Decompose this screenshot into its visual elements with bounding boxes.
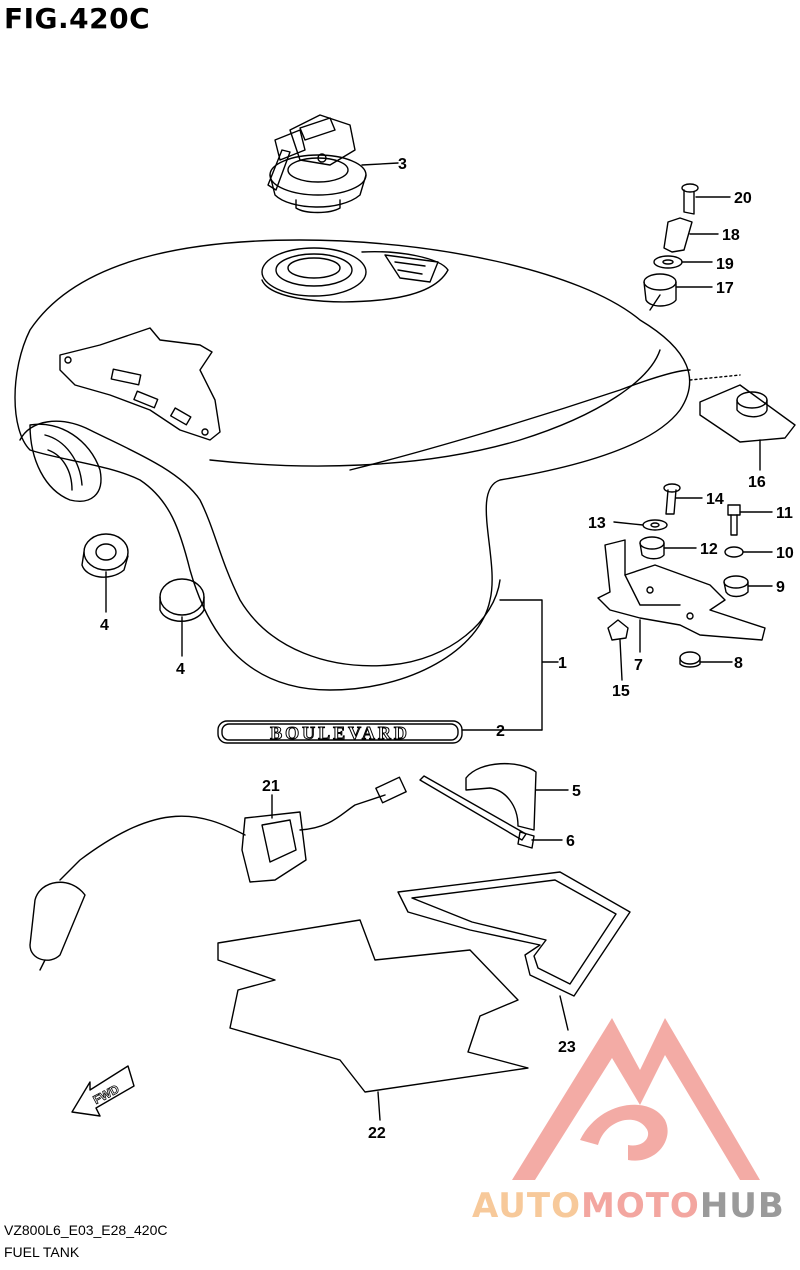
nut-part-8 <box>679 651 701 668</box>
bolt-part-20 <box>681 183 699 215</box>
callout-7: 7 <box>634 657 643 674</box>
bracket-part-7 <box>597 539 766 641</box>
washer-part-13 <box>642 519 668 531</box>
callout-4b: 4 <box>176 661 185 678</box>
seal-part-22 <box>217 919 529 1093</box>
fwd-label: FWD <box>91 1082 122 1107</box>
band-part-6 <box>419 775 535 849</box>
diagram-code: VZ800L6_E03_E28_420C <box>4 1222 168 1238</box>
cushion-part-17 <box>643 273 677 307</box>
watermark-auto: AUTO <box>472 1186 581 1226</box>
fuel-gauge-part-21 <box>29 776 407 971</box>
emblem-text: BOULEVARD <box>270 723 410 743</box>
fuel-tank-part <box>14 239 741 691</box>
bolt-part-11 <box>727 504 741 536</box>
callout-21: 21 <box>262 778 280 795</box>
callout-numbers: 1 2 3 4 4 5 6 7 8 9 10 11 12 13 14 15 16… <box>100 156 794 1142</box>
callout-11: 11 <box>776 505 793 522</box>
callout-22: 22 <box>368 1125 386 1142</box>
nut-part-15 <box>607 619 629 641</box>
fuel-cap-part <box>267 114 367 214</box>
callout-13: 13 <box>588 515 606 532</box>
cushion-part-12 <box>639 536 665 560</box>
callout-20: 20 <box>734 190 752 207</box>
emblem-part-2 <box>217 720 463 744</box>
watermark-hub: HUB <box>699 1186 785 1226</box>
bracket-part-16 <box>699 384 796 443</box>
callout-19: 19 <box>716 256 734 273</box>
callout-9: 9 <box>776 579 785 596</box>
callout-17: 17 <box>716 280 734 297</box>
callout-15: 15 <box>612 683 630 700</box>
watermark-text: AUTOMOTOHUB <box>472 1186 785 1226</box>
collar-part-18 <box>663 217 693 253</box>
washer-part-19 <box>653 255 683 269</box>
callout-14: 14 <box>706 491 724 508</box>
callout-2: 2 <box>496 723 505 740</box>
cover-part-5 <box>465 763 537 831</box>
nut-part-10 <box>724 546 744 558</box>
figure-title: FIG.420C <box>4 2 151 35</box>
automotohub-logo <box>512 1018 760 1180</box>
callout-12: 12 <box>700 541 718 558</box>
grommet-part-9 <box>723 575 749 598</box>
callout-4a: 4 <box>100 617 109 634</box>
callout-23: 23 <box>558 1039 576 1056</box>
callout-10: 10 <box>776 545 794 562</box>
callout-5: 5 <box>572 783 581 800</box>
callout-6: 6 <box>566 833 575 850</box>
callout-1: 1 <box>558 655 567 672</box>
callout-16: 16 <box>748 474 766 491</box>
diagram-name: FUEL TANK <box>4 1244 80 1260</box>
callout-18: 18 <box>722 227 740 244</box>
cushion-part-b <box>159 578 205 622</box>
callout-8: 8 <box>734 655 743 672</box>
bolt-part-14 <box>663 483 681 515</box>
forward-direction-arrow <box>71 1065 135 1117</box>
cushion-part-a <box>81 533 129 578</box>
callout-3: 3 <box>398 156 407 173</box>
watermark-moto: MOTO <box>580 1186 700 1226</box>
leader-lines <box>105 162 773 1121</box>
insulator-part-23 <box>397 871 631 997</box>
